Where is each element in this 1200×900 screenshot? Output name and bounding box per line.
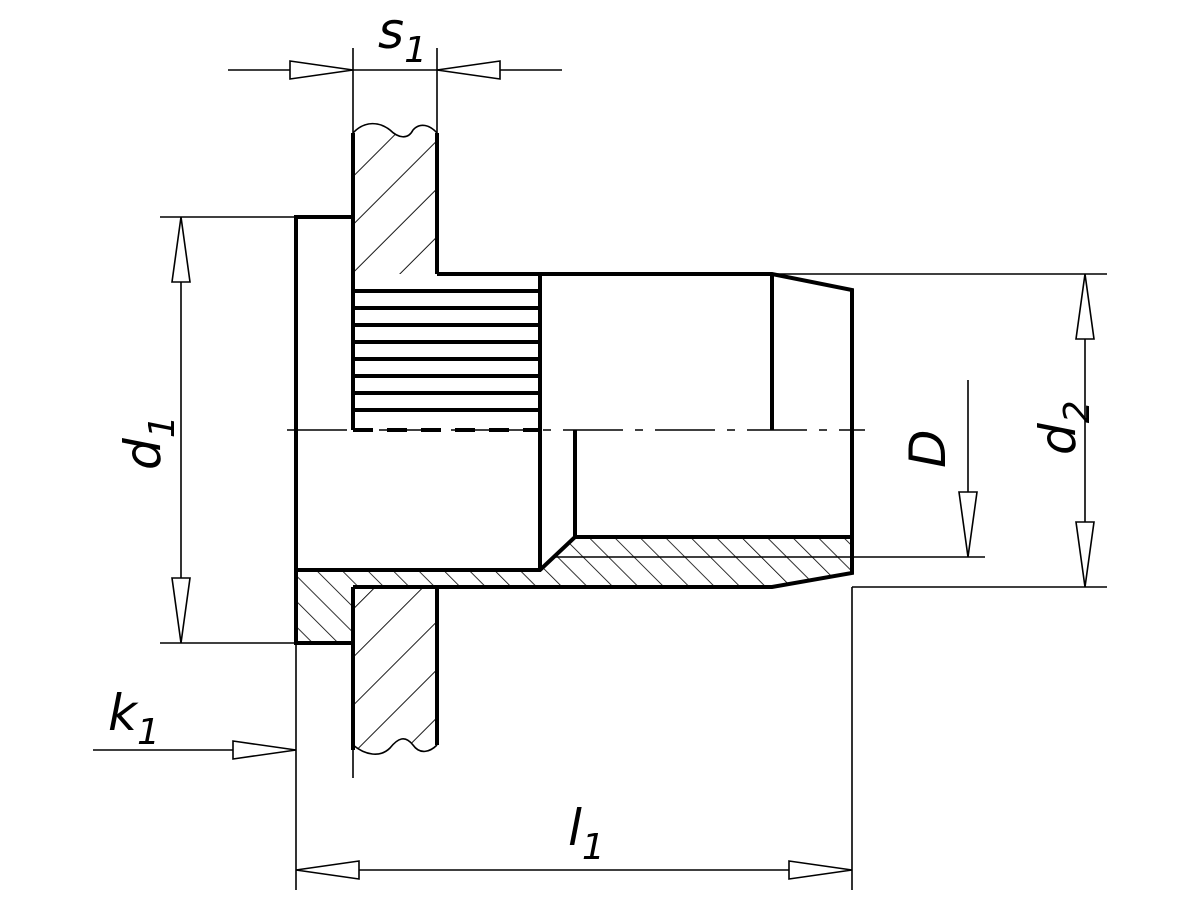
dimension-d1: d1 <box>114 216 296 644</box>
label-d2: d2 <box>1029 400 1098 455</box>
nut-sleeve-section <box>296 535 852 643</box>
dimension-k1: k1 <box>93 643 354 890</box>
dimension-s1: s1 <box>228 2 562 133</box>
label-s1: s1 <box>378 2 427 71</box>
label-d1: d1 <box>114 415 183 470</box>
label-D: D <box>899 429 957 468</box>
label-l1: l1 <box>568 799 605 868</box>
label-k1: k1 <box>108 684 160 753</box>
dimension-d2: d2 <box>772 273 1107 588</box>
sheet-upper-section <box>351 122 439 275</box>
dimension-l1: l1 <box>295 587 853 890</box>
internal-thread <box>351 274 540 432</box>
dimension-D: D <box>899 380 978 558</box>
sheet-lower-section <box>351 587 439 755</box>
